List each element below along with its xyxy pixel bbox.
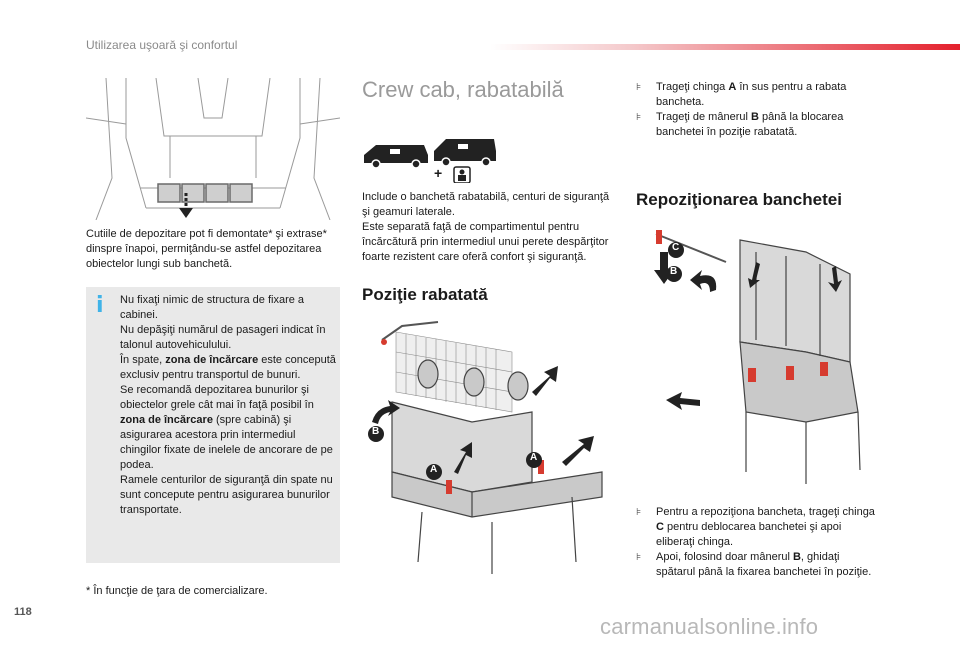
label-b: B (670, 266, 678, 277)
fold-steps-list: ⊧Trageţi chinga A în sus pentru a rabata… (636, 80, 876, 140)
info-paragraph: Ramele centurilor de siguranţă din spate… (120, 474, 333, 516)
reposition-steps-list: ⊧Pentru a repoziţiona bancheta, trageţi … (636, 505, 876, 580)
bullet-icon: ⊧ (636, 507, 642, 518)
bullet-icon: ⊧ (636, 112, 642, 123)
header-accent-bar (490, 44, 960, 50)
info-paragraph: Nu depăşiţi numărul de pasageri indicat … (120, 324, 326, 351)
list-item: ⊧Trageţi chinga A în sus pentru a rabata… (636, 81, 847, 108)
info-paragraph: În spate, zona de încărcare este concepu… (120, 354, 336, 381)
folded-position-title: Poziţie rabatată (362, 285, 488, 304)
repositioning-illustration: C B (636, 222, 874, 498)
list-item: ⊧Apoi, folosind doar mânerul B, ghidaţi … (636, 551, 872, 578)
info-box-text: Nu fixaţi nimic de structura de fixare a… (120, 293, 336, 518)
info-box: i Nu fixaţi nimic de structura de fixare… (86, 287, 340, 563)
bullet-icon: ⊧ (636, 552, 642, 563)
storage-boxes-illustration (86, 78, 340, 220)
storage-caption: Cutiile de depozitare pot fi demontate* … (86, 228, 327, 270)
label-a-right: A (530, 452, 538, 463)
list-item: ⊧Pentru a repoziţiona bancheta, trageţi … (636, 506, 875, 548)
running-header: Utilizarea uşoară şi confortul (86, 38, 238, 52)
section-title: Crew cab, rabatabilă (362, 77, 564, 102)
label-b: B (372, 426, 380, 437)
vehicle-icons: + (362, 137, 502, 183)
repositioning-title: Repoziţionarea banchetei (636, 190, 842, 209)
watermark: carmanualsonline.info (600, 614, 819, 639)
list-item: ⊧Trageţi de mânerul B până la blocarea b… (636, 111, 844, 138)
bullet-icon: ⊧ (636, 82, 642, 93)
info-paragraph: Nu fixaţi nimic de structura de fixare a… (120, 294, 305, 321)
footnote: * În funcţie de ţara de comercializare. (86, 585, 268, 597)
crew-cab-description: Include o banchetă rabatabilă, centuri d… (362, 191, 610, 263)
info-paragraph: Se recomandă depozitarea bunurilor şi ob… (120, 384, 333, 471)
plus-sign: + (434, 165, 443, 181)
info-icon: i (96, 293, 104, 318)
folded-bench-illustration: A A B (362, 312, 618, 582)
label-a-left: A (430, 464, 438, 475)
label-c: C (672, 242, 680, 253)
page-number: 118 (14, 606, 32, 618)
